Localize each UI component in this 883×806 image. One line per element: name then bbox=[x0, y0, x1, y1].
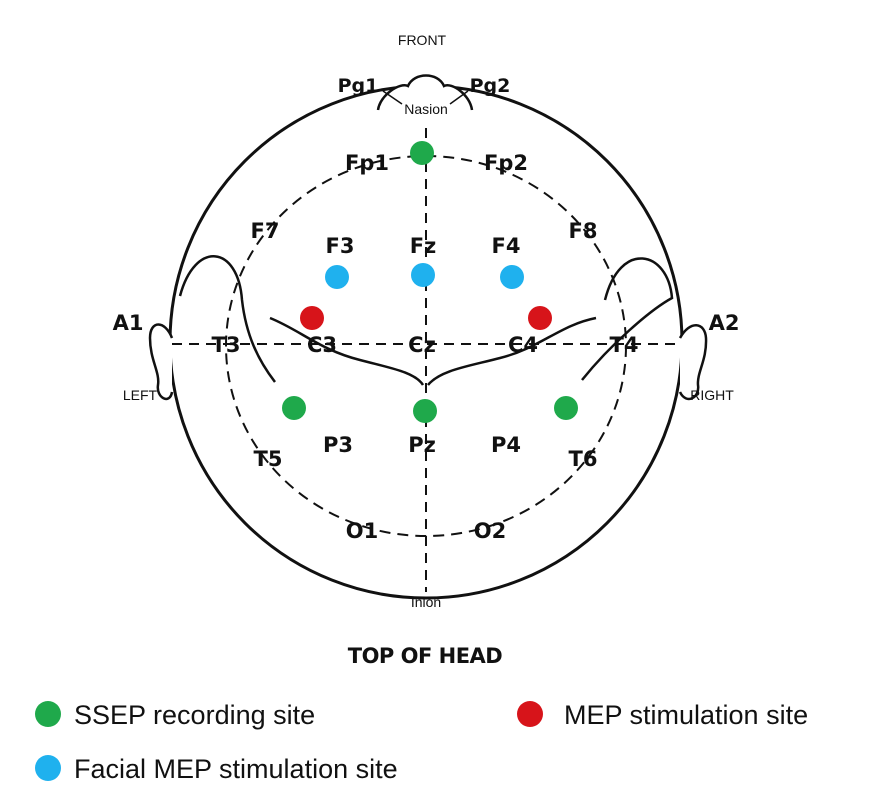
right-ear bbox=[678, 324, 708, 401]
electrode-fz: Fz bbox=[410, 234, 437, 258]
electrode-fp2: Fp2 bbox=[484, 151, 528, 175]
legend-mep-swatch bbox=[517, 701, 543, 727]
electrode-a1: A1 bbox=[113, 311, 144, 335]
electrode-f3: F3 bbox=[326, 234, 355, 258]
facial-mep-site-f4 bbox=[500, 265, 524, 289]
electrode-c3: C3 bbox=[307, 333, 337, 357]
electrode-f7: F7 bbox=[251, 219, 280, 243]
right-label: RIGHT bbox=[690, 387, 734, 403]
left-ear bbox=[148, 323, 174, 401]
front-label: FRONT bbox=[398, 32, 447, 48]
legend-mep-label: MEP stimulation site bbox=[564, 700, 808, 730]
ssep-site-cp3 bbox=[282, 396, 306, 420]
mep-site-c3 bbox=[300, 306, 324, 330]
electrode-o2: O2 bbox=[474, 519, 506, 543]
electrode-cz: Cz bbox=[408, 333, 436, 357]
diagram-title: TOP OF HEAD bbox=[348, 644, 503, 668]
electrode-o1: O1 bbox=[346, 519, 378, 543]
electrode-p4: P4 bbox=[491, 433, 521, 457]
legend-facial-swatch bbox=[35, 755, 61, 781]
electrode-t3: T3 bbox=[212, 333, 241, 357]
electrode-f4: F4 bbox=[492, 234, 521, 258]
mep-site-c4 bbox=[528, 306, 552, 330]
legend-ssep-swatch bbox=[35, 701, 61, 727]
facial-mep-site-fz bbox=[411, 263, 435, 287]
left-label: LEFT bbox=[123, 387, 158, 403]
pg2-pointer bbox=[449, 90, 469, 105]
right-central-line bbox=[427, 316, 597, 386]
electrode-f8: F8 bbox=[569, 219, 598, 243]
electrode-pg2: Pg2 bbox=[470, 75, 511, 97]
facial-mep-site-f3 bbox=[325, 265, 349, 289]
right-ear-contour bbox=[581, 257, 674, 381]
inion-label: Inion bbox=[411, 594, 441, 610]
nose-outline bbox=[376, 74, 474, 111]
electrode-pz: Pz bbox=[408, 433, 436, 457]
electrode-t5: T5 bbox=[254, 447, 283, 471]
nasion-label: Nasion bbox=[404, 101, 448, 117]
legend-ssep-label: SSEP recording site bbox=[74, 700, 315, 730]
ssep-site-fpz bbox=[410, 141, 434, 165]
left-central-line bbox=[269, 316, 425, 386]
electrode-t4: T4 bbox=[610, 333, 639, 357]
left-ear-contour bbox=[178, 255, 276, 383]
electrode-t6: T6 bbox=[569, 447, 598, 471]
ssep-site-cpz bbox=[413, 399, 437, 423]
pg1-pointer bbox=[382, 90, 403, 105]
electrode-a2: A2 bbox=[709, 311, 740, 335]
ssep-site-cp4 bbox=[554, 396, 578, 420]
legend-facial-label: Facial MEP stimulation site bbox=[74, 754, 398, 784]
electrode-pg1: Pg1 bbox=[338, 75, 379, 97]
electrode-c4: C4 bbox=[508, 333, 538, 357]
electrode-p3: P3 bbox=[323, 433, 353, 457]
electrode-fp1: Fp1 bbox=[345, 151, 389, 175]
